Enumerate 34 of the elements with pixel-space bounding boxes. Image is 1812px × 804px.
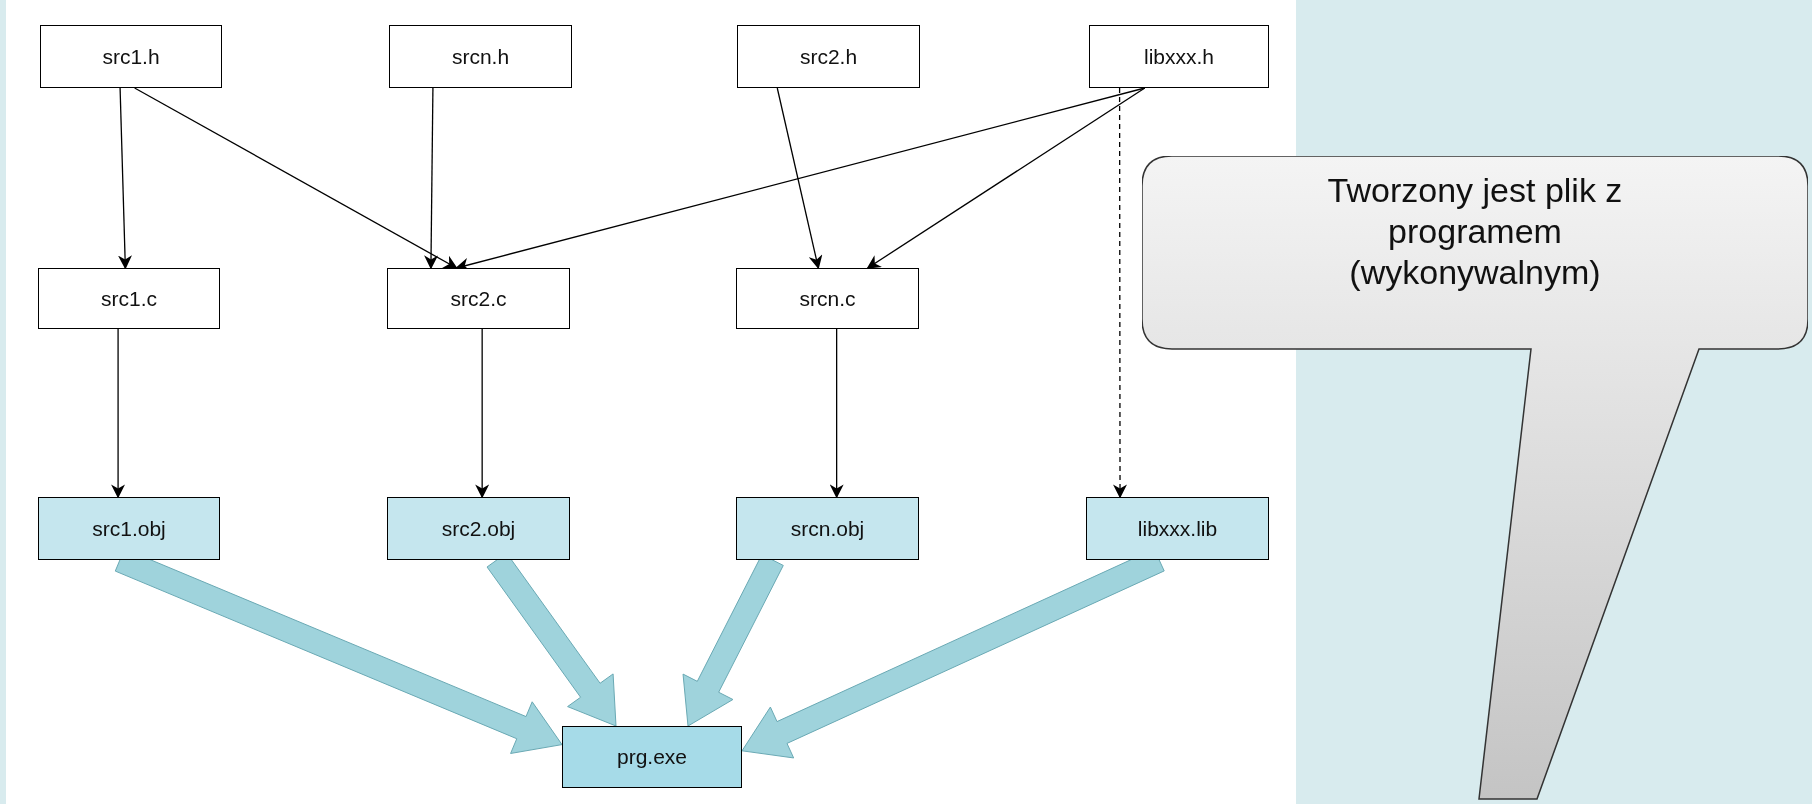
arrow	[776, 87, 823, 270]
file-box	[38, 268, 220, 329]
file-name: libxxx.lib	[1137, 516, 1218, 541]
file-box	[40, 25, 222, 88]
file-box	[387, 268, 570, 329]
file-name: src2.h	[799, 44, 858, 69]
file-name: src2.c	[450, 286, 507, 311]
file-name: libxxx.h	[1144, 44, 1214, 69]
file-box	[387, 497, 570, 560]
arrow	[111, 328, 126, 499]
arrow	[424, 87, 439, 270]
file-box	[1089, 25, 1269, 88]
file-box	[737, 25, 920, 88]
file-name: src1.c	[101, 286, 157, 311]
file-name: srcn.obj	[790, 516, 865, 541]
file-box	[736, 497, 919, 560]
arrow	[829, 328, 844, 499]
file-box	[562, 726, 742, 788]
file-name: src1.obj	[92, 516, 166, 541]
file-name: src2.obj	[441, 516, 516, 541]
file-name: prg.exe	[616, 745, 687, 769]
file-box	[38, 497, 220, 560]
dashed-arrow	[1113, 87, 1127, 499]
file-box	[1086, 497, 1269, 560]
file-name: src1.h	[102, 44, 160, 69]
file-box	[389, 25, 572, 88]
arrow	[118, 87, 132, 270]
file-name: srcn.c	[799, 286, 856, 311]
arrow	[475, 328, 490, 499]
arrow	[134, 87, 458, 269]
file-name: srcn.h	[451, 44, 510, 69]
callout-text: Tworzony jest plik z programem (wykonywalnym)	[1326, 170, 1624, 293]
file-box	[736, 268, 919, 329]
arrow	[866, 87, 1146, 269]
